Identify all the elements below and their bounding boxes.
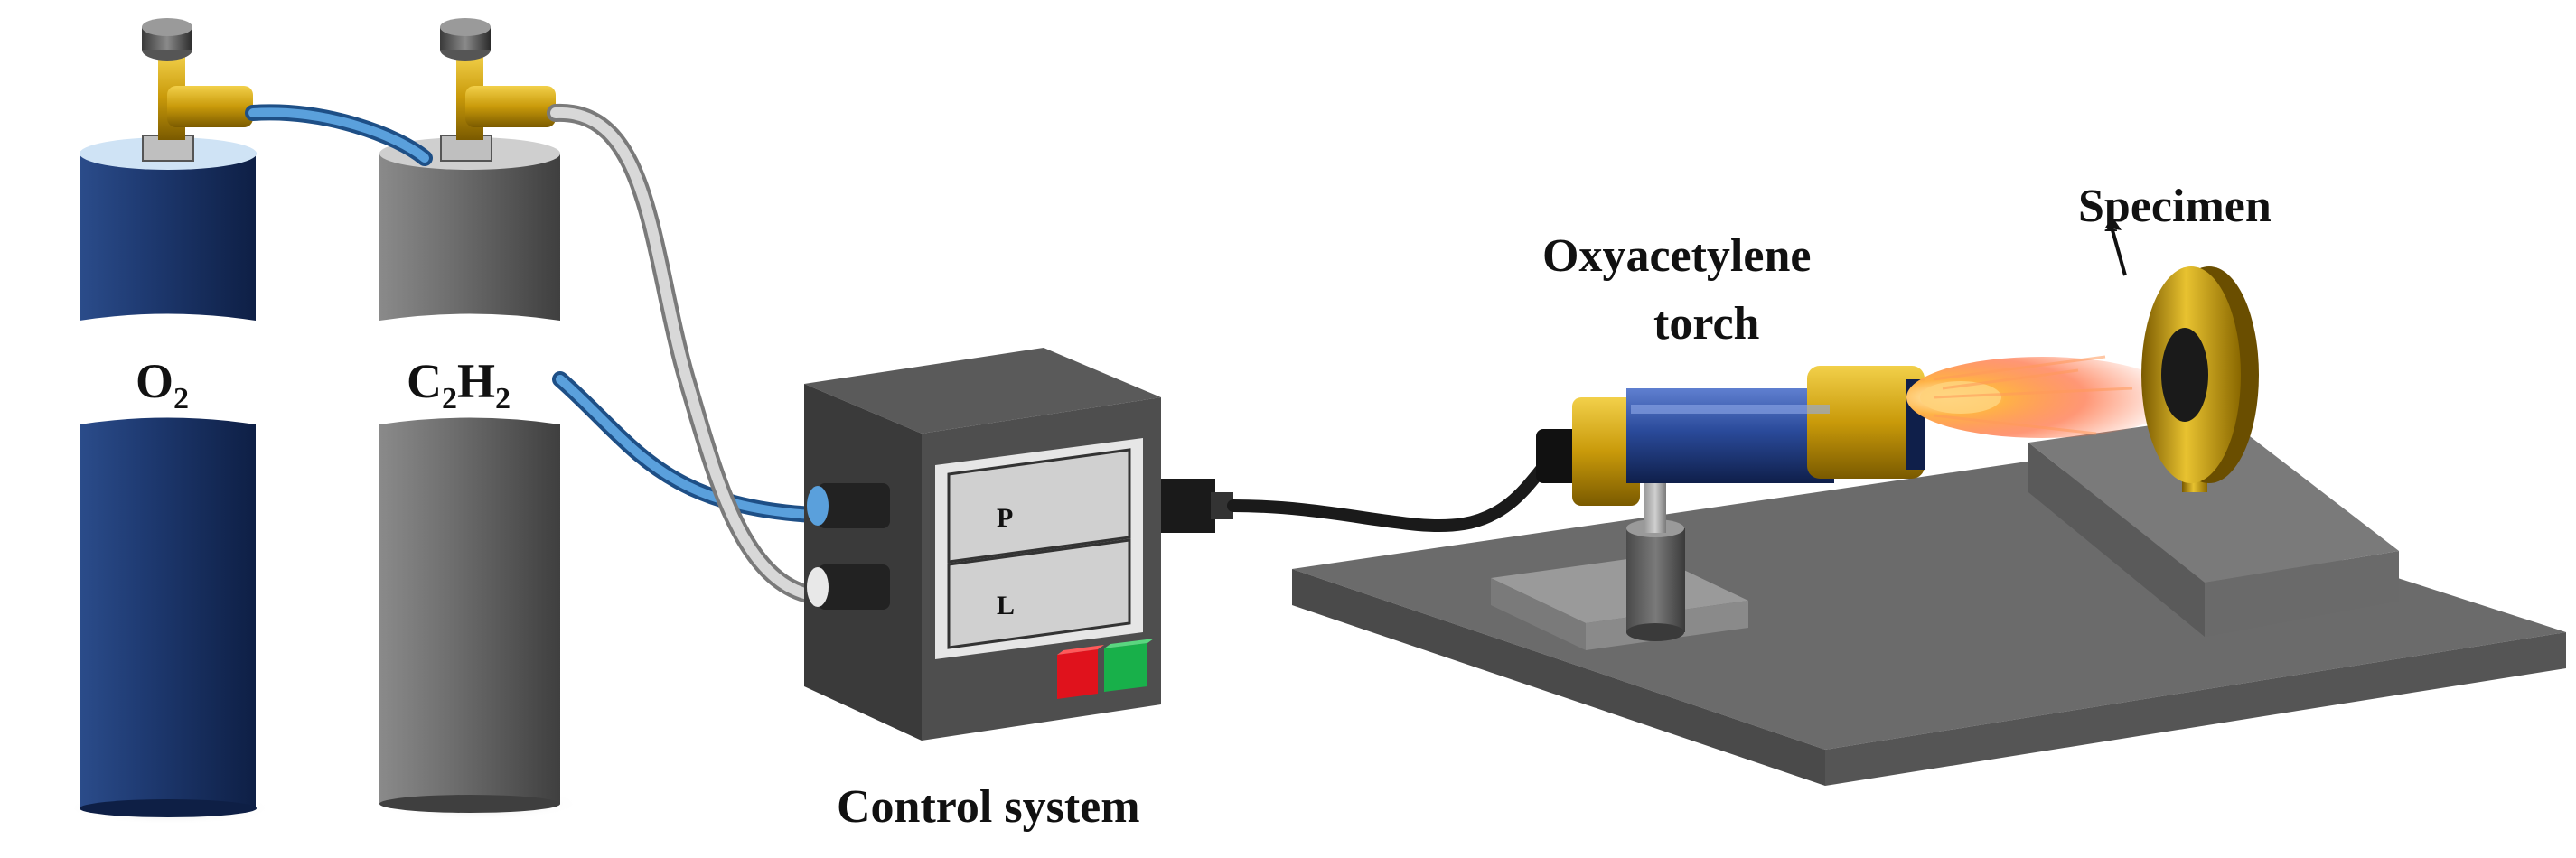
display-l-label: L (997, 591, 1015, 620)
torch-label-line1: Oxyacetylene (1542, 230, 1811, 282)
torch-stand (1491, 470, 1748, 650)
specimen-label: Specimen (2078, 181, 2272, 232)
control-display: P L (935, 438, 1143, 659)
base-plate (1292, 461, 2566, 786)
oxygen-inlet-port (807, 483, 890, 528)
red-button[interactable] (1057, 645, 1104, 699)
oxyacetylene-torch (1536, 366, 1925, 506)
specimen-pointer-arrow (2111, 229, 2127, 276)
specimen (2141, 266, 2259, 492)
specimen-arrowhead (2105, 217, 2122, 230)
acetylene-hose (547, 103, 827, 605)
torch-outlet-port (1161, 479, 1233, 533)
specimen-stand (2028, 415, 2399, 637)
acetylene-cylinder: C2H2 (373, 18, 581, 820)
display-p-label: P (997, 503, 1013, 533)
acetylene-label: C2H2 (407, 354, 511, 415)
oxygen-cylinder: O2 (66, 18, 274, 825)
torch-flame (1906, 355, 2178, 438)
acetylene-inlet-port (807, 564, 890, 610)
green-button[interactable] (1104, 639, 1154, 692)
control-system-label: Control system (837, 781, 1140, 833)
torch-label-line2: torch (1653, 298, 1760, 350)
oxygen-hose (245, 104, 821, 523)
torch-cable (1227, 450, 1560, 532)
oxygen-label: O2 (136, 354, 189, 415)
control-system-box: P L (804, 348, 1233, 741)
